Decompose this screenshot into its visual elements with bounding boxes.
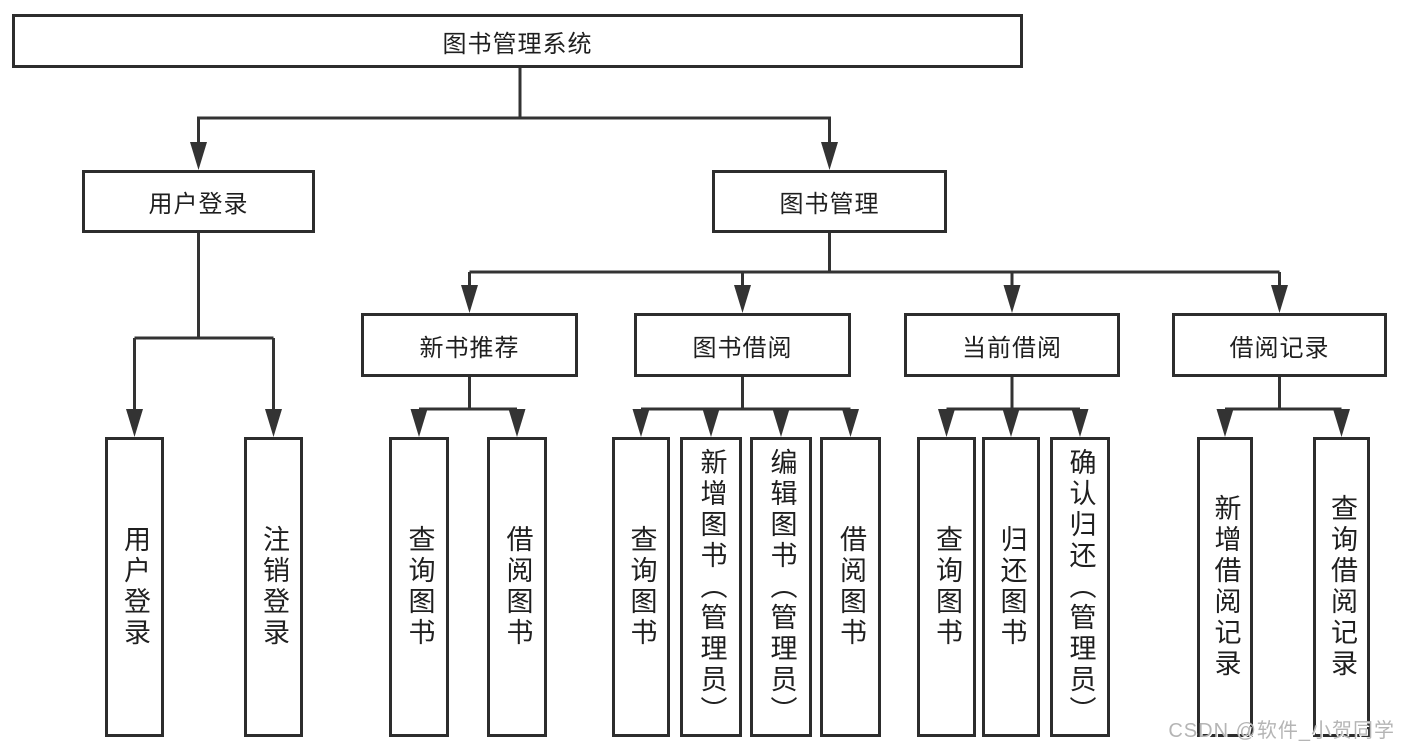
edge-new-book-recommend-to-leaves (410, 377, 526, 437)
node-current-borrow-label: 当前借阅 (962, 334, 1062, 362)
node-book-management-label: 图书管理 (779, 191, 880, 218)
leaf-query-borrow-record: 查询借阅记录 (1313, 437, 1370, 737)
edge-current-borrow-to-leaves (938, 377, 1089, 437)
leaf-borrow-books-label: 借阅图书 (836, 525, 866, 649)
edge-borrow-records-to-leaves (1216, 377, 1350, 437)
leaf-borrow-books-recommend: 借阅图书 (487, 437, 547, 737)
node-current-borrow: 当前借阅 (904, 313, 1120, 377)
leaf-query-books-current-label: 查询图书 (932, 525, 962, 649)
node-book-management: 图书管理 (712, 170, 947, 233)
leaf-logout-label: 注销登录 (259, 525, 289, 649)
leaf-query-books-borrow-label: 查询图书 (626, 525, 657, 649)
leaf-user-login: 用户登录 (105, 437, 164, 737)
leaf-confirm-return-admin: 确认归还（管理员） (1050, 437, 1110, 737)
leaf-borrow-books-recommend-label: 借阅图书 (502, 525, 533, 649)
leaf-add-borrow-record-label: 新增借阅记录 (1210, 494, 1241, 680)
leaf-query-borrow-record-label: 查询借阅记录 (1327, 494, 1357, 680)
leaf-query-books-current: 查询图书 (917, 437, 976, 737)
leaf-user-login-label: 用户登录 (120, 525, 150, 649)
leaf-confirm-return-admin-label: 确认归还（管理员） (1065, 447, 1096, 727)
leaf-query-books-recommend: 查询图书 (389, 437, 449, 737)
node-borrow-records: 借阅记录 (1172, 313, 1387, 377)
node-root-system: 图书管理系统 (12, 14, 1023, 68)
edge-user-login-to-leaves (126, 233, 282, 437)
csdn-watermark: CSDN @软件_小贺同学 (1168, 720, 1395, 742)
leaf-add-book-admin-label: 新增图书（管理员） (696, 447, 727, 727)
leaf-edit-book-admin-label: 编辑图书（管理员） (766, 447, 797, 727)
edge-root-to-level2 (190, 68, 838, 170)
leaf-query-books-recommend-label: 查询图书 (404, 525, 435, 649)
leaf-return-book-label: 归还图书 (996, 525, 1027, 649)
node-root-system-label: 图书管理系统 (442, 30, 593, 58)
leaf-add-borrow-record: 新增借阅记录 (1197, 437, 1253, 737)
node-new-book-recommend: 新书推荐 (361, 313, 578, 377)
node-new-book-recommend-label: 新书推荐 (419, 334, 520, 362)
leaf-return-book: 归还图书 (982, 437, 1040, 737)
node-book-borrow-label: 图书借阅 (692, 334, 793, 362)
leaf-borrow-books: 借阅图书 (820, 437, 881, 737)
edge-book-borrow-to-leaves (632, 377, 859, 437)
node-user-login-label: 用户登录 (148, 191, 249, 218)
leaf-add-book-admin: 新增图书（管理员） (680, 437, 742, 737)
node-book-borrow: 图书借阅 (634, 313, 851, 377)
node-user-login: 用户登录 (82, 170, 315, 233)
leaf-query-books-borrow: 查询图书 (612, 437, 670, 737)
node-borrow-records-label: 借阅记录 (1229, 334, 1330, 362)
leaf-edit-book-admin: 编辑图书（管理员） (750, 437, 812, 737)
leaf-logout: 注销登录 (244, 437, 303, 737)
edge-book-management-to-level3 (461, 233, 1288, 313)
